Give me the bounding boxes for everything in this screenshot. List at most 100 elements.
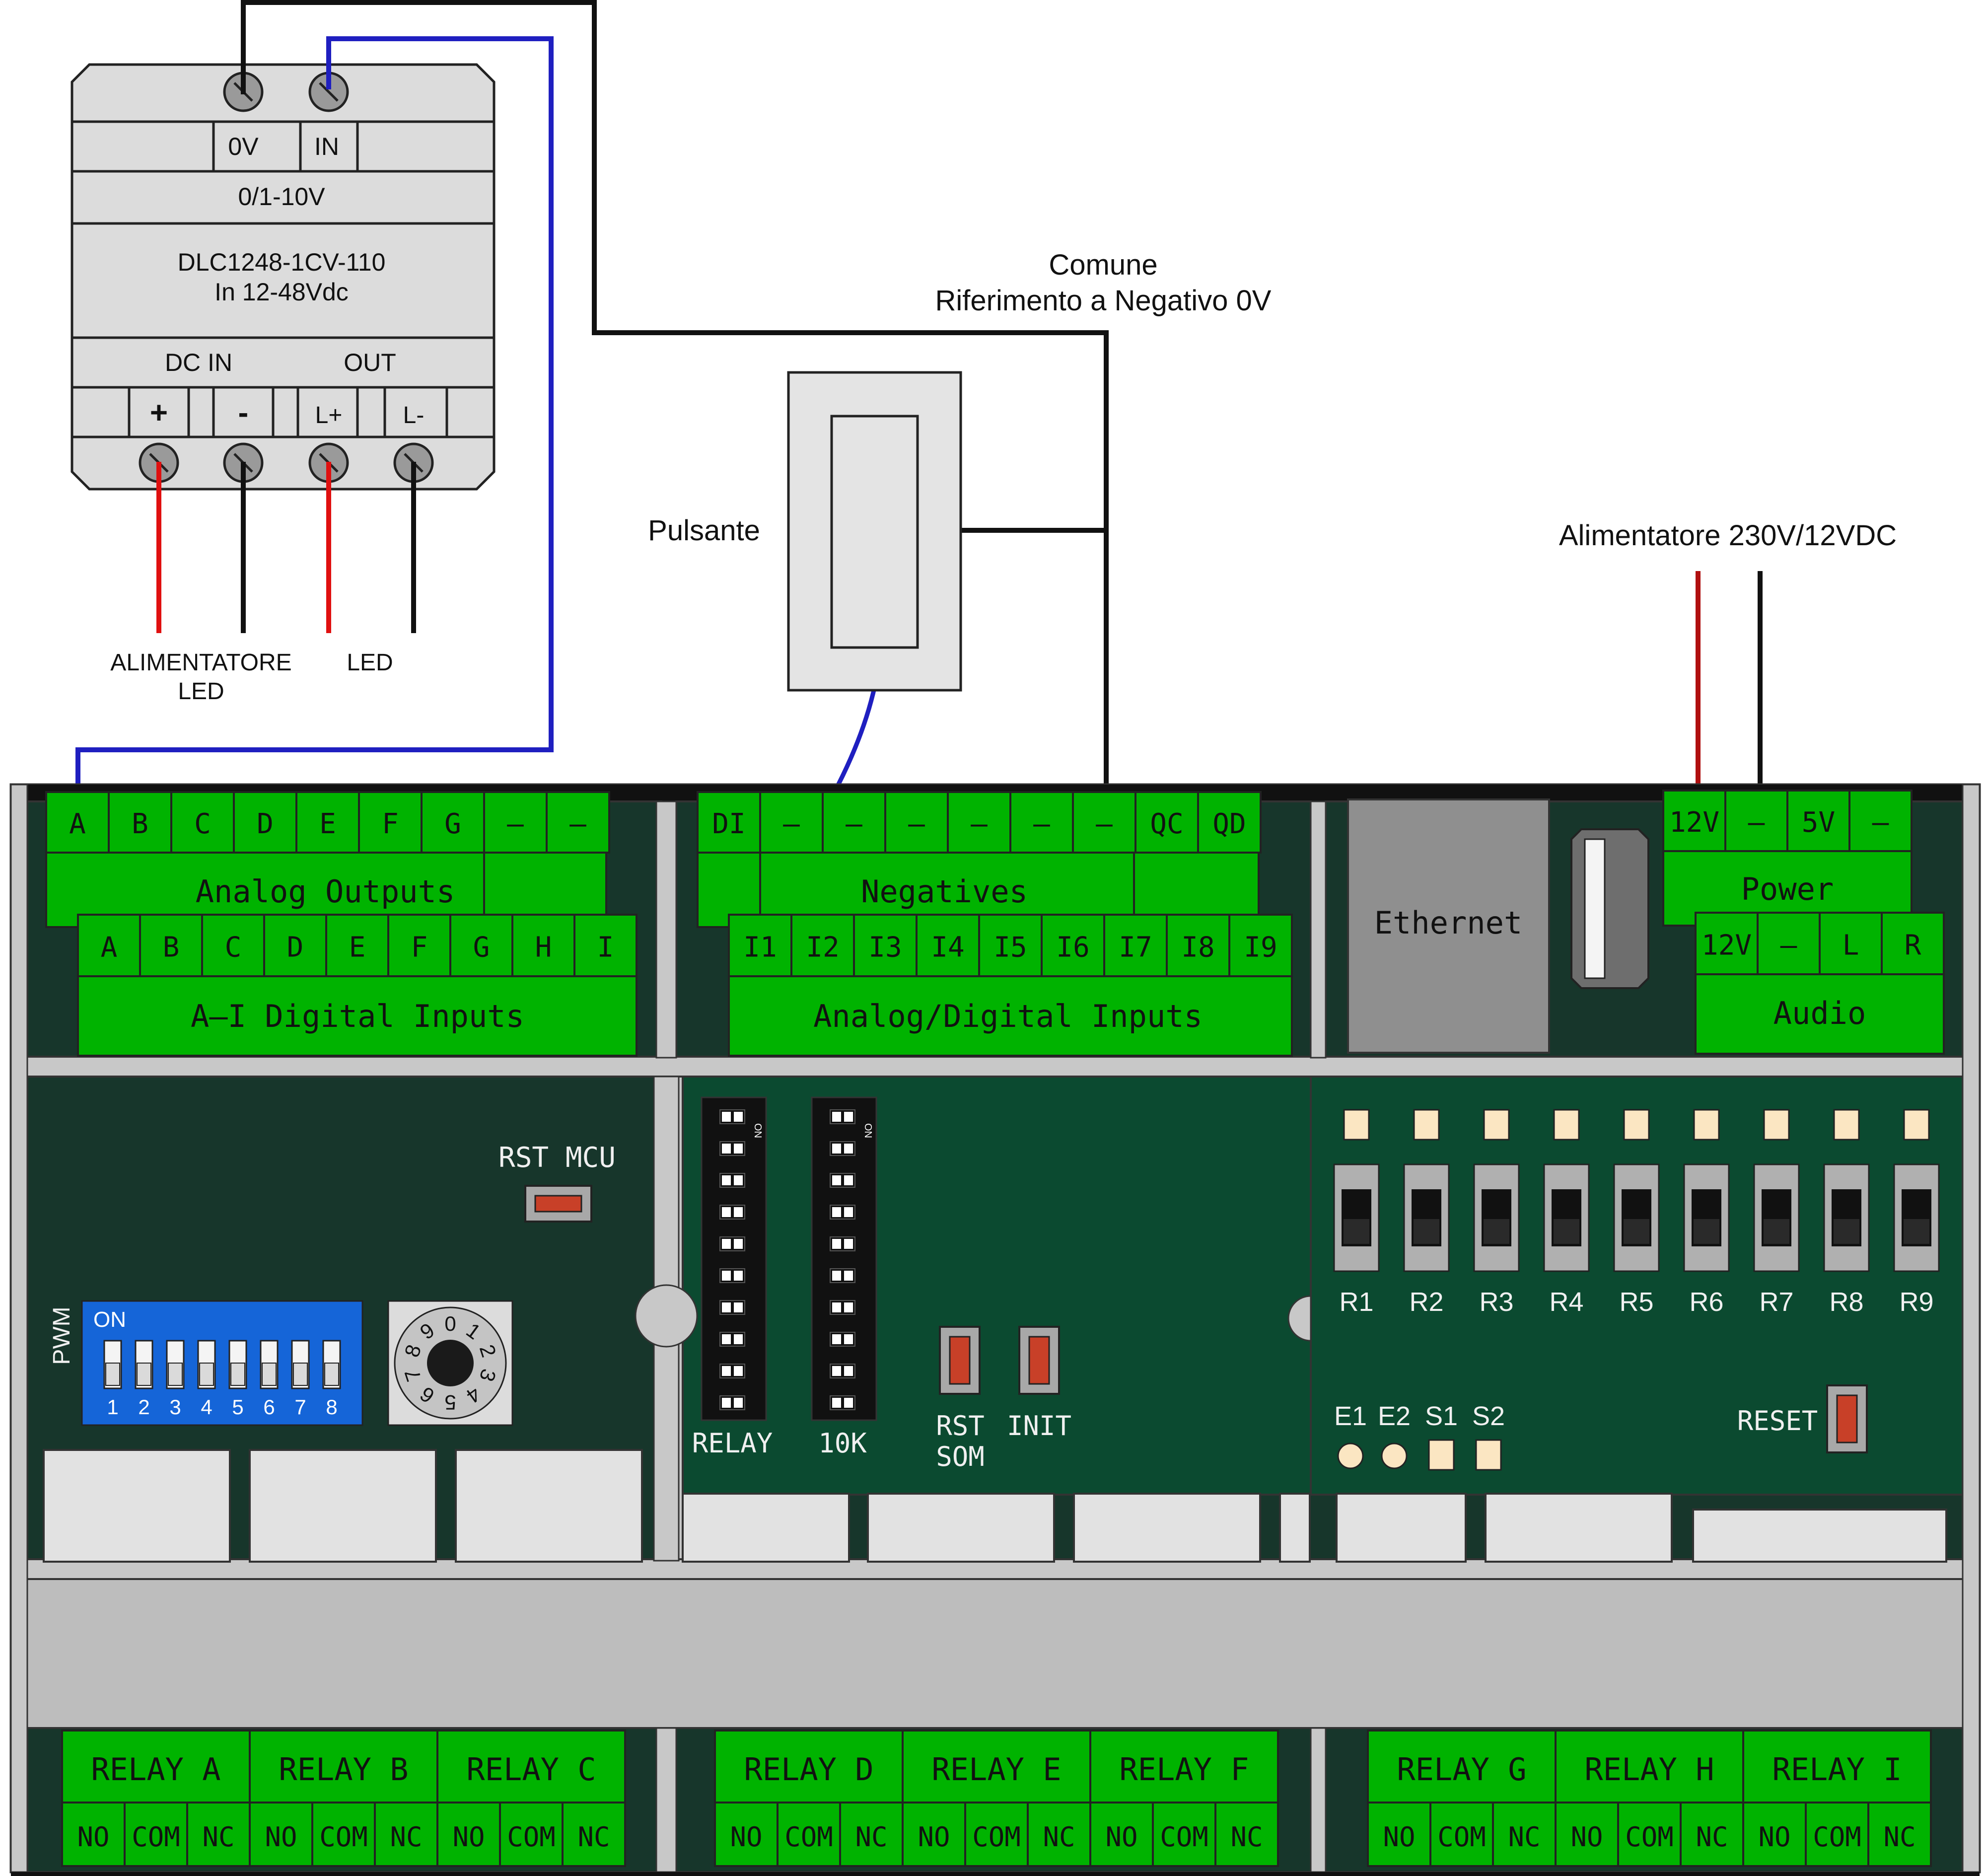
relay-contact-terminal[interactable]: NC [1867,1802,1932,1867]
analog-digital-inputs-terminal[interactable]: I9 [1228,914,1293,977]
dip-block-toggle[interactable] [719,1300,745,1315]
analog-outputs-terminal[interactable]: F [358,791,423,854]
negatives-terminal[interactable]: – [822,791,886,854]
relay-contact-terminal[interactable]: NO [436,1802,501,1867]
digital-inputs-terminal[interactable]: B [139,914,203,977]
relay-contact-terminal[interactable]: COM [1429,1802,1494,1867]
relay-contact-terminal[interactable]: COM [1617,1802,1682,1867]
relay-contact-terminal[interactable]: NC [839,1802,904,1867]
analog-outputs-terminal[interactable]: G [421,791,485,854]
negatives-terminal[interactable]: DI [697,791,761,854]
k10-dip-block[interactable]: ON [811,1096,877,1421]
power-terminal[interactable]: 12V [1662,790,1726,852]
dip-block-toggle[interactable] [830,1205,855,1220]
dip-block-toggle[interactable] [830,1268,855,1283]
analog-outputs-terminal[interactable]: A [45,791,110,854]
negatives-terminal[interactable]: QC [1135,791,1199,854]
relay-contact-terminal[interactable]: NO [1089,1802,1154,1867]
relay-contact-terminal[interactable]: COM [311,1802,376,1867]
relay-contact-terminal[interactable]: NO [61,1802,126,1867]
relay-override-switch[interactable] [1893,1163,1940,1272]
dip-block-toggle[interactable] [719,1173,745,1188]
relay-override-switch[interactable] [1543,1163,1590,1272]
relay-dip-block[interactable]: ON [701,1096,767,1421]
negatives-terminal[interactable]: – [1009,791,1074,854]
negatives-terminal[interactable]: – [1072,791,1136,854]
relay-contact-terminal[interactable]: COM [499,1802,564,1867]
dip-block-toggle[interactable] [830,1332,855,1347]
audio-terminal[interactable]: R [1881,912,1945,975]
relay-override-switch[interactable] [1683,1163,1730,1272]
digital-inputs-terminal[interactable]: D [263,914,327,977]
relay-contact-terminal[interactable]: NC [1492,1802,1557,1867]
dip-block-toggle[interactable] [719,1205,745,1220]
pwm-dip-toggle[interactable] [135,1340,153,1389]
relay-override-switch[interactable] [1613,1163,1660,1272]
relay-override-switch[interactable] [1753,1163,1800,1272]
digital-inputs-terminal[interactable]: G [449,914,513,977]
relay-contact-terminal[interactable]: NO [714,1802,779,1867]
analog-digital-inputs-terminal[interactable]: I2 [790,914,855,977]
reset-button[interactable] [1826,1384,1868,1453]
pwm-dip-toggle[interactable] [260,1340,279,1389]
dip-block-toggle[interactable] [830,1109,855,1124]
analog-digital-inputs-terminal[interactable]: I8 [1166,914,1230,977]
relay-override-switch[interactable] [1403,1163,1450,1272]
negatives-terminal[interactable]: – [884,791,949,854]
digital-inputs-terminal[interactable]: F [387,914,451,977]
pwm-dip-toggle[interactable] [291,1340,310,1389]
dip-block-toggle[interactable] [719,1332,745,1347]
relay-contact-terminal[interactable]: NO [1367,1802,1431,1867]
relay-contact-terminal[interactable]: NO [1742,1802,1807,1867]
dip-block-toggle[interactable] [830,1364,855,1378]
relay-contact-terminal[interactable]: NO [902,1802,966,1867]
relay-override-switch[interactable] [1473,1163,1520,1272]
analog-outputs-terminal[interactable]: B [108,791,172,854]
relay-contact-terminal[interactable]: NO [1555,1802,1619,1867]
analog-digital-inputs-terminal[interactable]: I3 [853,914,918,977]
dip-block-toggle[interactable] [830,1300,855,1315]
pwm-dip-toggle[interactable] [322,1340,341,1389]
analog-digital-inputs-terminal[interactable]: I6 [1041,914,1105,977]
analog-outputs-terminal[interactable]: D [233,791,297,854]
analog-outputs-terminal[interactable]: E [295,791,360,854]
relay-contact-terminal[interactable]: COM [777,1802,841,1867]
analog-digital-inputs-terminal[interactable]: I7 [1103,914,1168,977]
audio-terminal[interactable]: 12V [1695,912,1759,975]
analog-digital-inputs-terminal[interactable]: I5 [978,914,1043,977]
dip-block-toggle[interactable] [719,1268,745,1283]
audio-terminal[interactable]: – [1757,912,1821,975]
digital-inputs-terminal[interactable]: E [325,914,389,977]
analog-digital-inputs-terminal[interactable]: I4 [916,914,980,977]
negatives-terminal[interactable]: QD [1197,791,1262,854]
dip-block-toggle[interactable] [719,1236,745,1251]
audio-terminal[interactable]: L [1819,912,1883,975]
negatives-terminal[interactable]: – [947,791,1011,854]
init-button[interactable] [1018,1326,1060,1395]
pwm-dip-toggle[interactable] [103,1340,122,1389]
power-terminal[interactable]: 5V [1786,790,1850,852]
relay-contact-terminal[interactable]: NC [1214,1802,1279,1867]
relay-contact-terminal[interactable]: NC [374,1802,438,1867]
rst-som-button[interactable] [939,1326,981,1395]
dip-block-toggle[interactable] [830,1173,855,1188]
relay-contact-terminal[interactable]: COM [124,1802,188,1867]
relay-contact-terminal[interactable]: COM [1805,1802,1869,1867]
relay-override-switch[interactable] [1333,1163,1380,1272]
power-terminal[interactable]: – [1724,790,1788,852]
dip-block-toggle[interactable] [830,1141,855,1156]
digital-inputs-terminal[interactable]: A [77,914,141,977]
dip-block-toggle[interactable] [830,1236,855,1251]
relay-contact-terminal[interactable]: NC [1680,1802,1744,1867]
relay-contact-terminal[interactable]: COM [1152,1802,1216,1867]
analog-outputs-terminal[interactable]: – [546,791,610,854]
pwm-dip-toggle[interactable] [197,1340,216,1389]
negatives-terminal[interactable]: – [759,791,824,854]
digital-inputs-terminal[interactable]: I [573,914,638,977]
relay-contact-terminal[interactable]: COM [964,1802,1029,1867]
relay-override-switch[interactable] [1823,1163,1870,1272]
relay-contact-terminal[interactable]: NC [1027,1802,1091,1867]
relay-contact-terminal[interactable]: NC [562,1802,626,1867]
